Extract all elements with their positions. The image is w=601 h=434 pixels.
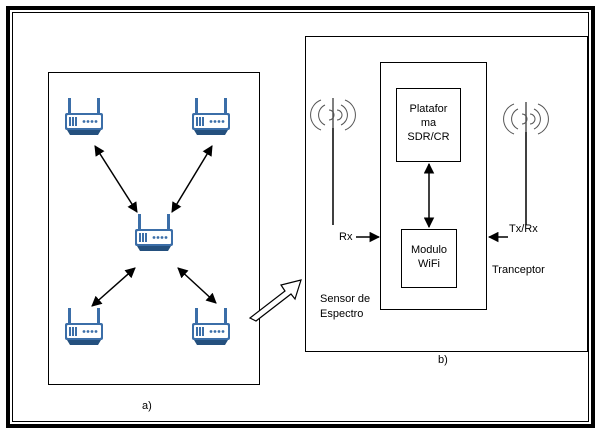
- panel-b-inner-box: [380, 62, 487, 310]
- platform-label: Platafor ma SDR/CR: [396, 102, 461, 144]
- antenna-icon-rx: [309, 97, 357, 131]
- panel-b-box: [305, 36, 588, 352]
- double-arrow-icon-top-right: [171, 145, 213, 213]
- antenna-icon-txrx: [502, 101, 550, 135]
- sensor-label: Sensor de Espectro: [320, 292, 370, 322]
- router-icon-top-left: [65, 98, 103, 135]
- router-icon-bottom-right: [192, 308, 230, 345]
- platform-label-line-2: ma: [420, 117, 437, 129]
- wifi-module-label: Modulo WiFi: [401, 243, 457, 271]
- router-icon-top-right: [192, 98, 230, 135]
- double-arrow-icon-top-left: [94, 145, 138, 213]
- panel-a-box: [48, 72, 260, 385]
- double-arrow-icon-bottom-left: [91, 267, 136, 307]
- double-arrow-icon-bottom-right: [177, 267, 217, 304]
- transceiver-label: Tranceptor: [492, 264, 545, 276]
- wifi-label-line-1: Modulo: [410, 244, 448, 256]
- platform-label-line-1: Platafor: [409, 103, 448, 115]
- router-icon-center: [135, 214, 173, 251]
- inner-border: [12, 12, 589, 422]
- outer-border: [6, 6, 595, 428]
- wifi-label-line-2: WiFi: [418, 258, 440, 270]
- panel-a-caption: a): [142, 400, 152, 412]
- sensor-label-line-2: Espectro: [320, 308, 364, 320]
- platform-label-line-3: SDR/CR: [407, 131, 450, 143]
- hollow-arrow-icon: [248, 279, 302, 322]
- platform-box: [396, 88, 461, 162]
- sensor-label-line-1: Sensor de: [320, 293, 371, 305]
- panel-b-caption: b): [438, 354, 448, 366]
- router-icon-bottom-left: [65, 308, 103, 345]
- rx-label: Rx: [339, 231, 353, 243]
- txrx-label: Tx/Rx: [509, 223, 538, 235]
- wifi-module-box: [401, 229, 457, 288]
